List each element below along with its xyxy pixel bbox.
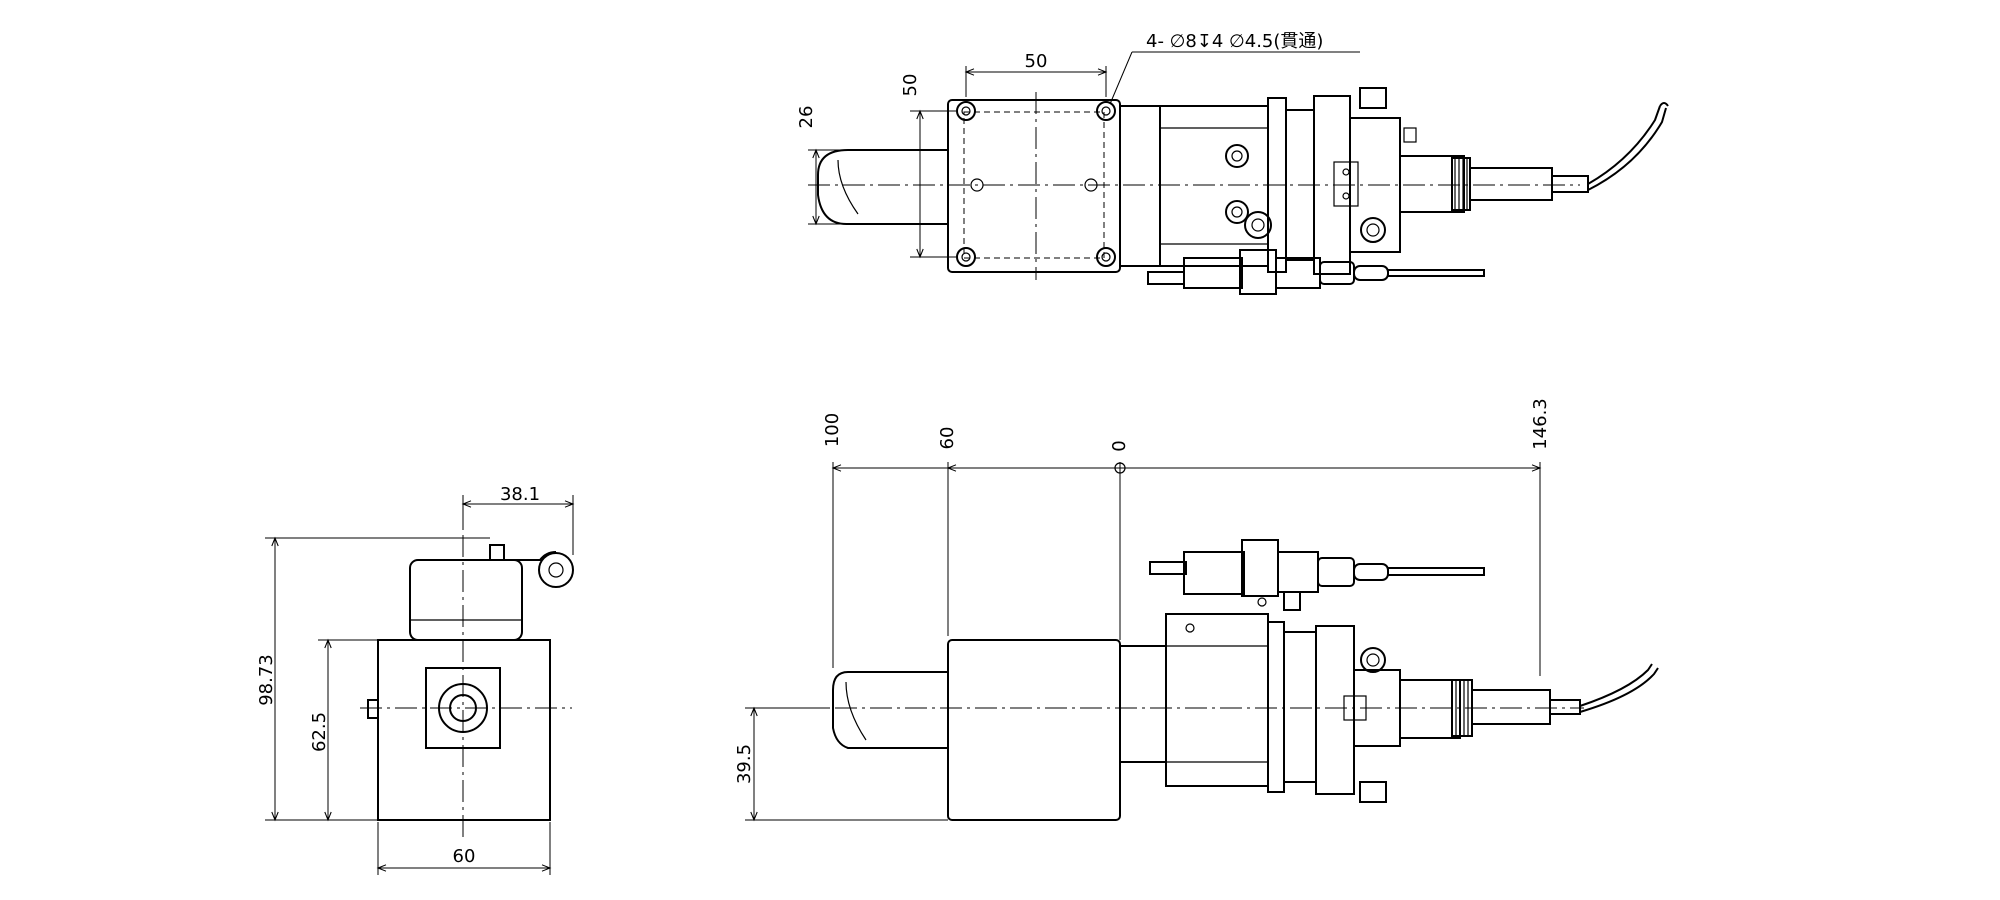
side-motor-housing [409,559,523,641]
dim-top-hole-dist: 26 [796,106,817,129]
dim-front-pos-60: 60 [937,427,958,450]
dim-front-pos-146: 146.3 [1530,398,1551,450]
dim-side-base-width: 60 [453,846,476,867]
top-dimensions: 50 50 26 4- ∅8↧4 ∅4.5(貫通) [796,31,1360,259]
top-body [1159,105,1269,267]
front-cable [1579,663,1653,707]
dim-top-width: 50 [1025,51,1048,72]
top-mount-plate [947,99,1121,273]
front-knob-lower [1359,781,1387,803]
front-rotary-ring [1315,625,1355,795]
dim-side-total-height: 98.73 [256,654,277,706]
top-cable [1587,105,1661,185]
top-sensor-wire [1387,269,1485,277]
front-main-block [947,639,1121,821]
front-finger [832,671,948,749]
hole-callout: 4- ∅8↧4 ∅4.5(貫通) [1146,31,1323,52]
front-knob-upper [1360,647,1386,673]
side-dimensions: 38.1 98.73 62.5 60 [256,484,575,875]
dim-front-pos-0: 0 [1109,440,1130,451]
dim-side-body-height: 62.5 [309,712,330,752]
side-view [360,500,574,840]
front-view [800,539,1659,821]
origin-marker [1114,462,1126,474]
top-knob-upper [1359,87,1387,109]
dim-front-axis-height: 39.5 [734,744,755,784]
front-dimensions: 100 60 0 146.3 39.5 [734,398,1551,822]
front-sensor-wire [1387,567,1485,576]
side-lever-ring [538,552,574,588]
top-view [808,87,1669,295]
front-body [1165,613,1269,787]
top-mount-holes [956,101,1116,267]
dim-side-width: 38.1 [500,484,540,505]
dim-top-height: 50 [900,74,921,97]
top-knob-lower [1360,217,1386,243]
dim-front-pos-100: 100 [822,413,843,447]
